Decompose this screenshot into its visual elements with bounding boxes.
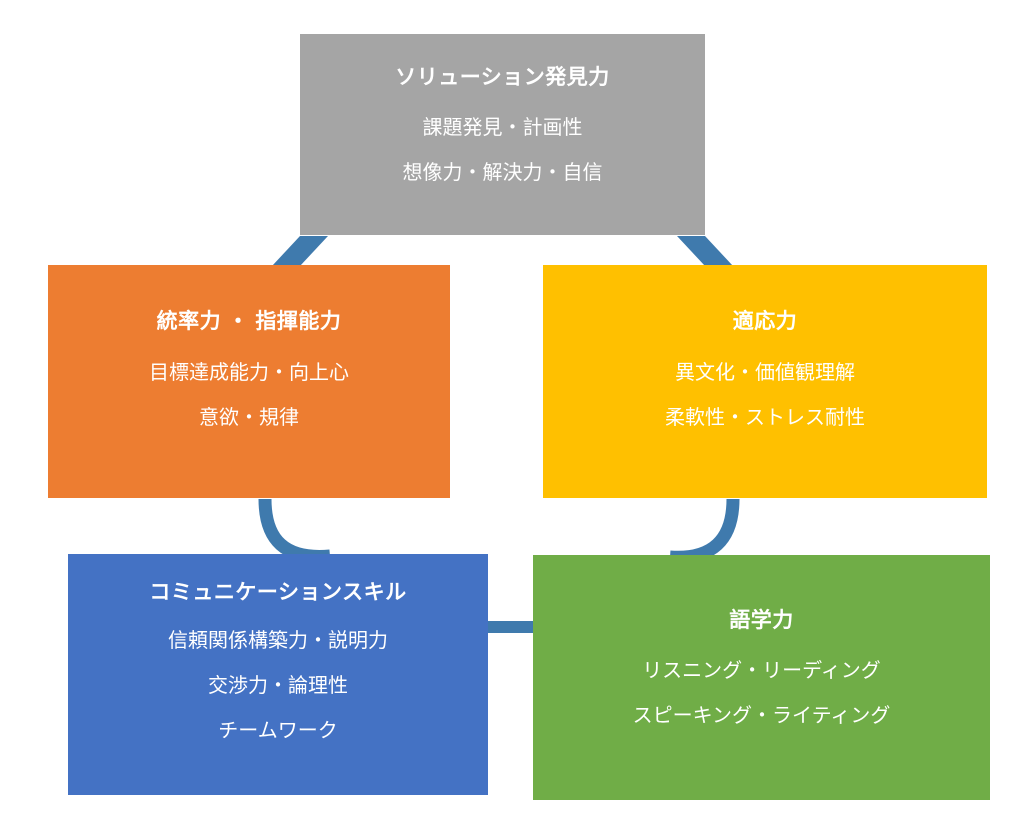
connector-solution-to-leadership	[272, 236, 328, 266]
node-communication-title: コミュニケーションスキル	[149, 581, 407, 604]
connector-adaptability-to-language	[669, 498, 740, 564]
node-adaptability-line-1: 異文化・価値観理解	[675, 362, 855, 385]
node-adaptability[interactable]: 適応力 異文化・価値観理解 柔軟性・ストレス耐性	[543, 265, 987, 498]
node-adaptability-line-2: 柔軟性・ストレス耐性	[665, 407, 865, 430]
connector-solution-to-adaptability	[677, 236, 733, 266]
connector-communication-to-language	[486, 621, 535, 633]
node-solution[interactable]: ソリューション発見力 課題発見・計画性 想像力・解決力・自信	[300, 34, 705, 235]
node-leadership[interactable]: 統率力 ・ 指揮能力 目標達成能力・向上心 意欲・規律	[48, 265, 450, 498]
node-solution-title: ソリューション発見力	[395, 66, 610, 89]
connector-leadership-to-communication	[258, 498, 331, 563]
node-solution-line-2: 想像力・解決力・自信	[402, 162, 603, 185]
node-solution-line-1: 課題発見・計画性	[422, 117, 583, 140]
node-language[interactable]: 語学力 リスニング・リーディング スピーキング・ライティング	[533, 555, 990, 800]
node-adaptability-title: 適応力	[732, 310, 798, 333]
node-communication-line-3: チームワーク	[218, 720, 338, 743]
node-language-title: 語学力	[729, 609, 794, 632]
node-communication-line-2: 交渉力・論理性	[208, 675, 348, 698]
node-language-line-2: スピーキング・ライティング	[632, 705, 891, 728]
node-leadership-line-2: 意欲・規律	[199, 407, 299, 430]
node-language-line-1: リスニング・リーディング	[642, 660, 881, 683]
node-communication[interactable]: コミュニケーションスキル 信頼関係構築力・説明力 交渉力・論理性 チームワーク	[68, 554, 488, 795]
node-leadership-line-1: 目標達成能力・向上心	[149, 362, 349, 385]
node-communication-line-1: 信頼関係構築力・説明力	[168, 630, 388, 653]
node-leadership-title: 統率力 ・ 指揮能力	[156, 310, 342, 333]
